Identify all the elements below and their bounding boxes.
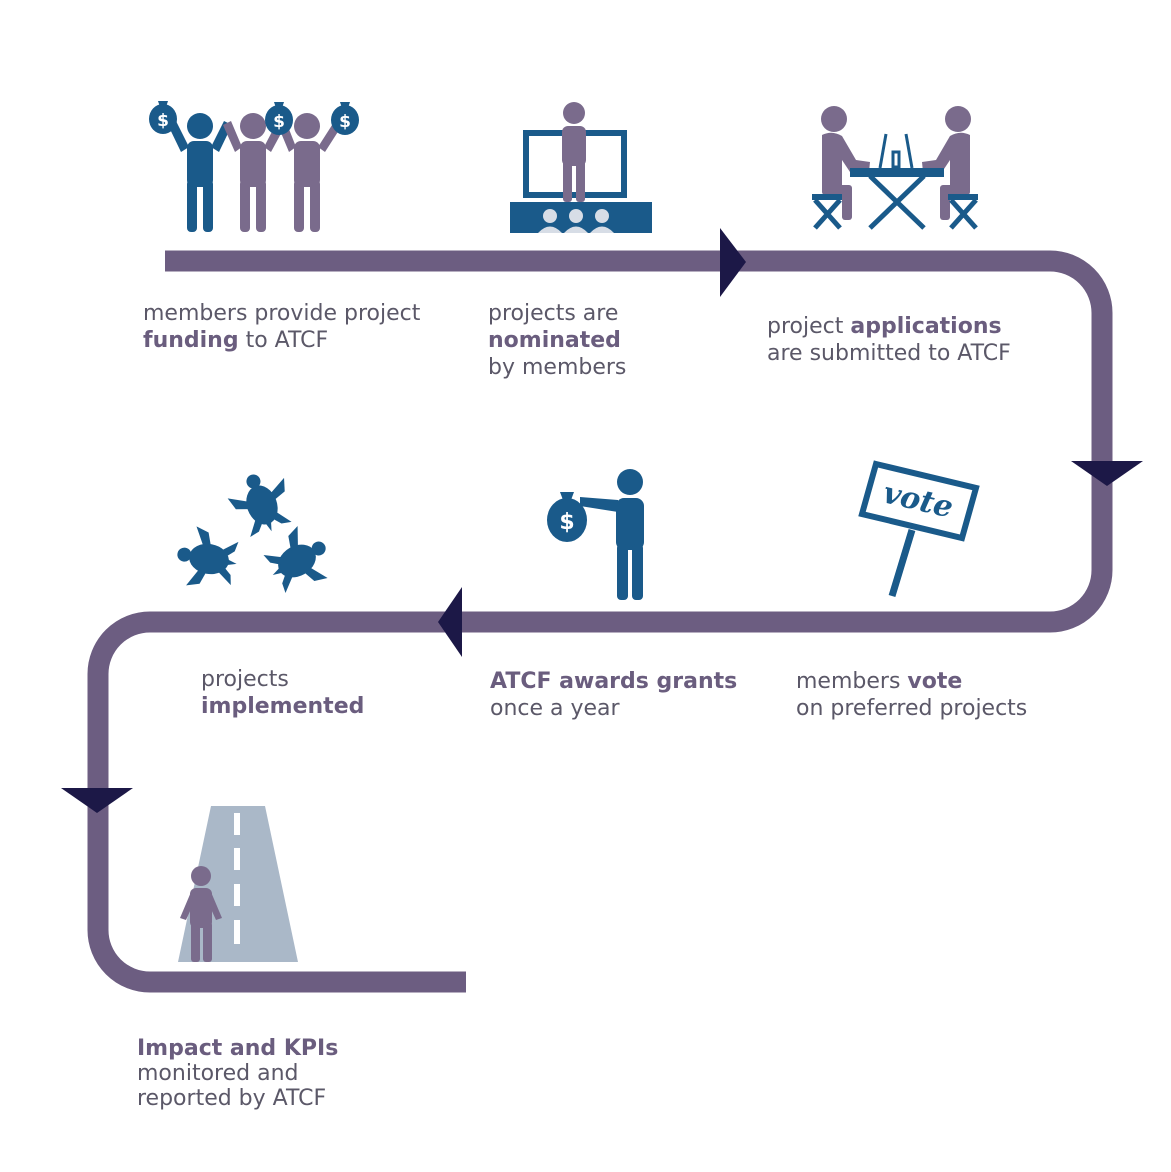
money-raising-people-icon: $ $ $ xyxy=(149,101,359,232)
label-bold-text: implemented xyxy=(201,694,365,719)
label-text: project xyxy=(767,314,851,339)
label-line: projects xyxy=(201,666,364,693)
label-bold-text: funding xyxy=(143,328,239,353)
label-text: members provide project xyxy=(143,301,421,326)
label-line: members vote xyxy=(796,668,1027,695)
people-at-table-laptops-icon xyxy=(812,106,978,230)
label-line: reported by ATCF xyxy=(137,1086,338,1111)
person-giving-money-bag-icon: $ xyxy=(547,469,644,600)
label-text: monitored and xyxy=(137,1061,299,1086)
flow-path xyxy=(87,250,1113,993)
label-line: are submitted to ATCF xyxy=(767,340,1011,367)
label-text: to ATCF xyxy=(238,328,329,353)
vote-sign-icon: vote xyxy=(858,460,980,598)
arrow-left-icon xyxy=(438,587,462,657)
label-bold-text: nominated xyxy=(488,328,621,353)
label-text: are submitted to ATCF xyxy=(767,341,1011,366)
label-text: on preferred projects xyxy=(796,696,1028,721)
sea-turtles-icon xyxy=(172,464,340,601)
svg-text:$: $ xyxy=(339,112,351,132)
label-text: projects are xyxy=(488,301,619,326)
label-line: on preferred projects xyxy=(796,695,1027,722)
label-line: once a year xyxy=(490,695,737,722)
svg-text:$: $ xyxy=(559,510,574,535)
label-line: members provide project xyxy=(143,300,420,327)
arrow-down-icon xyxy=(1071,461,1143,486)
label-line: by members xyxy=(488,354,626,381)
label-bold-text: Impact and KPIs xyxy=(137,1036,339,1061)
label-line: implemented xyxy=(201,693,364,720)
label-line: projects are xyxy=(488,300,626,327)
label-text: once a year xyxy=(490,696,620,721)
label-bold-text: vote xyxy=(907,669,963,694)
svg-text:$: $ xyxy=(157,111,169,131)
label-line: nominated xyxy=(488,327,626,354)
person-on-road-icon xyxy=(178,806,298,962)
label-bold-text: applications xyxy=(850,314,1002,339)
arrow-right-icon xyxy=(720,228,746,297)
label-line: funding to ATCF xyxy=(143,327,420,354)
arrow-down-icon xyxy=(61,788,133,813)
presenter-audience-icon xyxy=(510,102,652,233)
label-line: ATCF awards grants xyxy=(490,668,737,695)
label-text: members xyxy=(796,669,908,694)
label-line: project applications xyxy=(767,313,1011,340)
label-text: projects xyxy=(201,667,289,692)
svg-text:$: $ xyxy=(273,112,285,132)
label-text: reported by ATCF xyxy=(137,1086,327,1111)
label-line: monitored and xyxy=(137,1061,338,1086)
label-text: by members xyxy=(488,355,627,380)
label-line: Impact and KPIs xyxy=(137,1036,338,1061)
label-bold-text: ATCF awards grants xyxy=(490,669,738,694)
